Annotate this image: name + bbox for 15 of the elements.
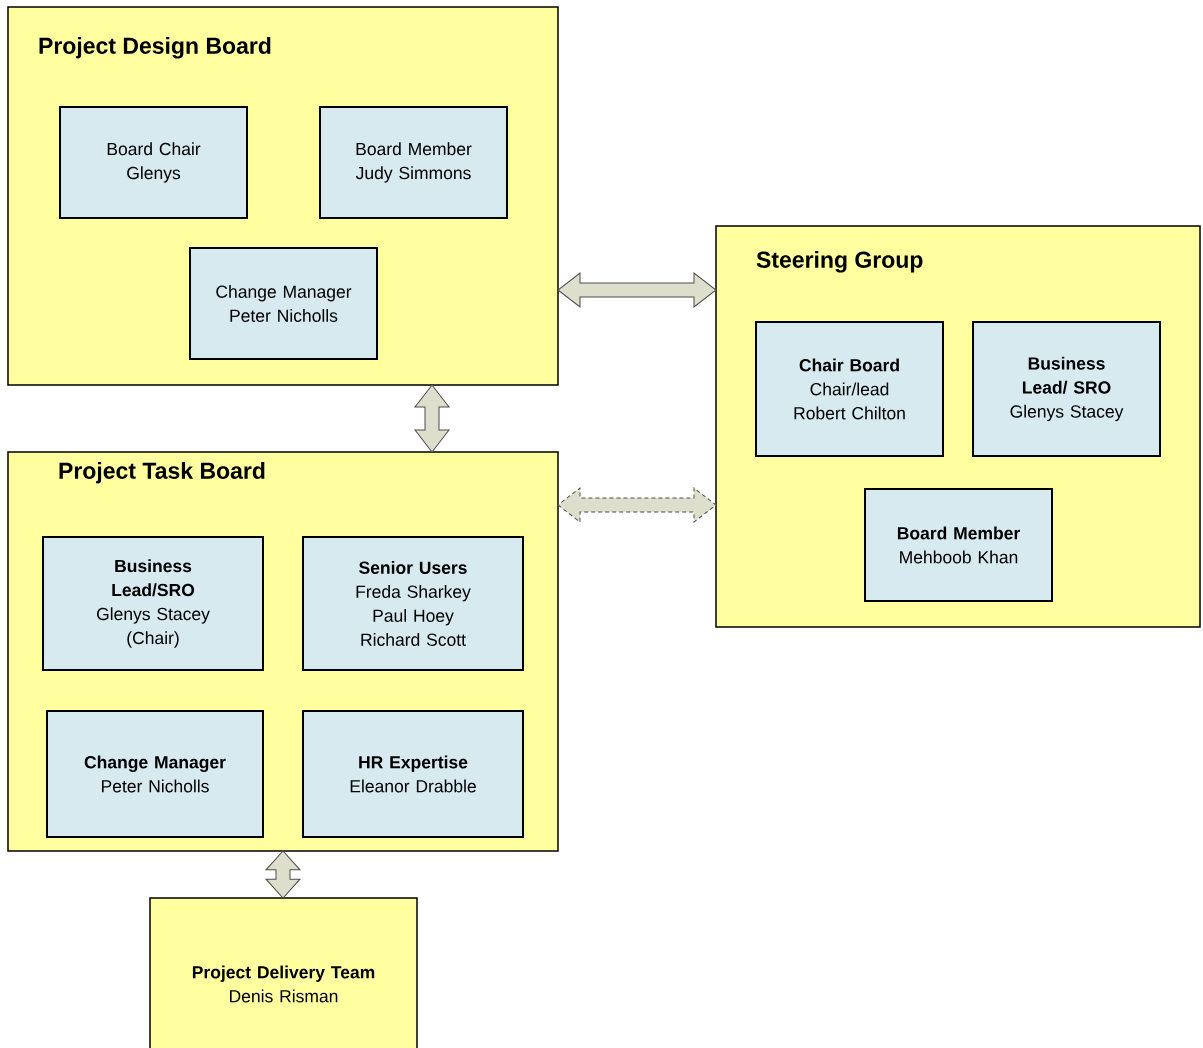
role-box: Business Lead/ SRO Glenys Stacey: [972, 321, 1161, 457]
role-box: Board Chair Glenys: [59, 106, 248, 219]
block-arrow: [557, 272, 717, 308]
role-box: HR Expertise Eleanor Drabble: [302, 710, 524, 838]
role-box: Board Member Mehboob Khan: [864, 488, 1053, 602]
role-box: Board Member Judy Simmons: [319, 106, 508, 219]
team-box: Project Delivery Team Denis Risman: [149, 897, 418, 1048]
role-box: Business Lead/SRO Glenys Stacey (Chair): [42, 536, 264, 671]
block-arrow: [265, 850, 301, 899]
role-box: Senior Users Freda Sharkey Paul Hoey Richard Scott: [302, 536, 524, 671]
block-arrow: [414, 384, 450, 453]
block-arrow: [557, 487, 717, 523]
role-box: Change Manager Peter Nicholls: [189, 247, 378, 360]
role-box: Chair Board Chair/lead Robert Chilton: [755, 321, 944, 457]
role-box: Change Manager Peter Nicholls: [46, 710, 264, 838]
